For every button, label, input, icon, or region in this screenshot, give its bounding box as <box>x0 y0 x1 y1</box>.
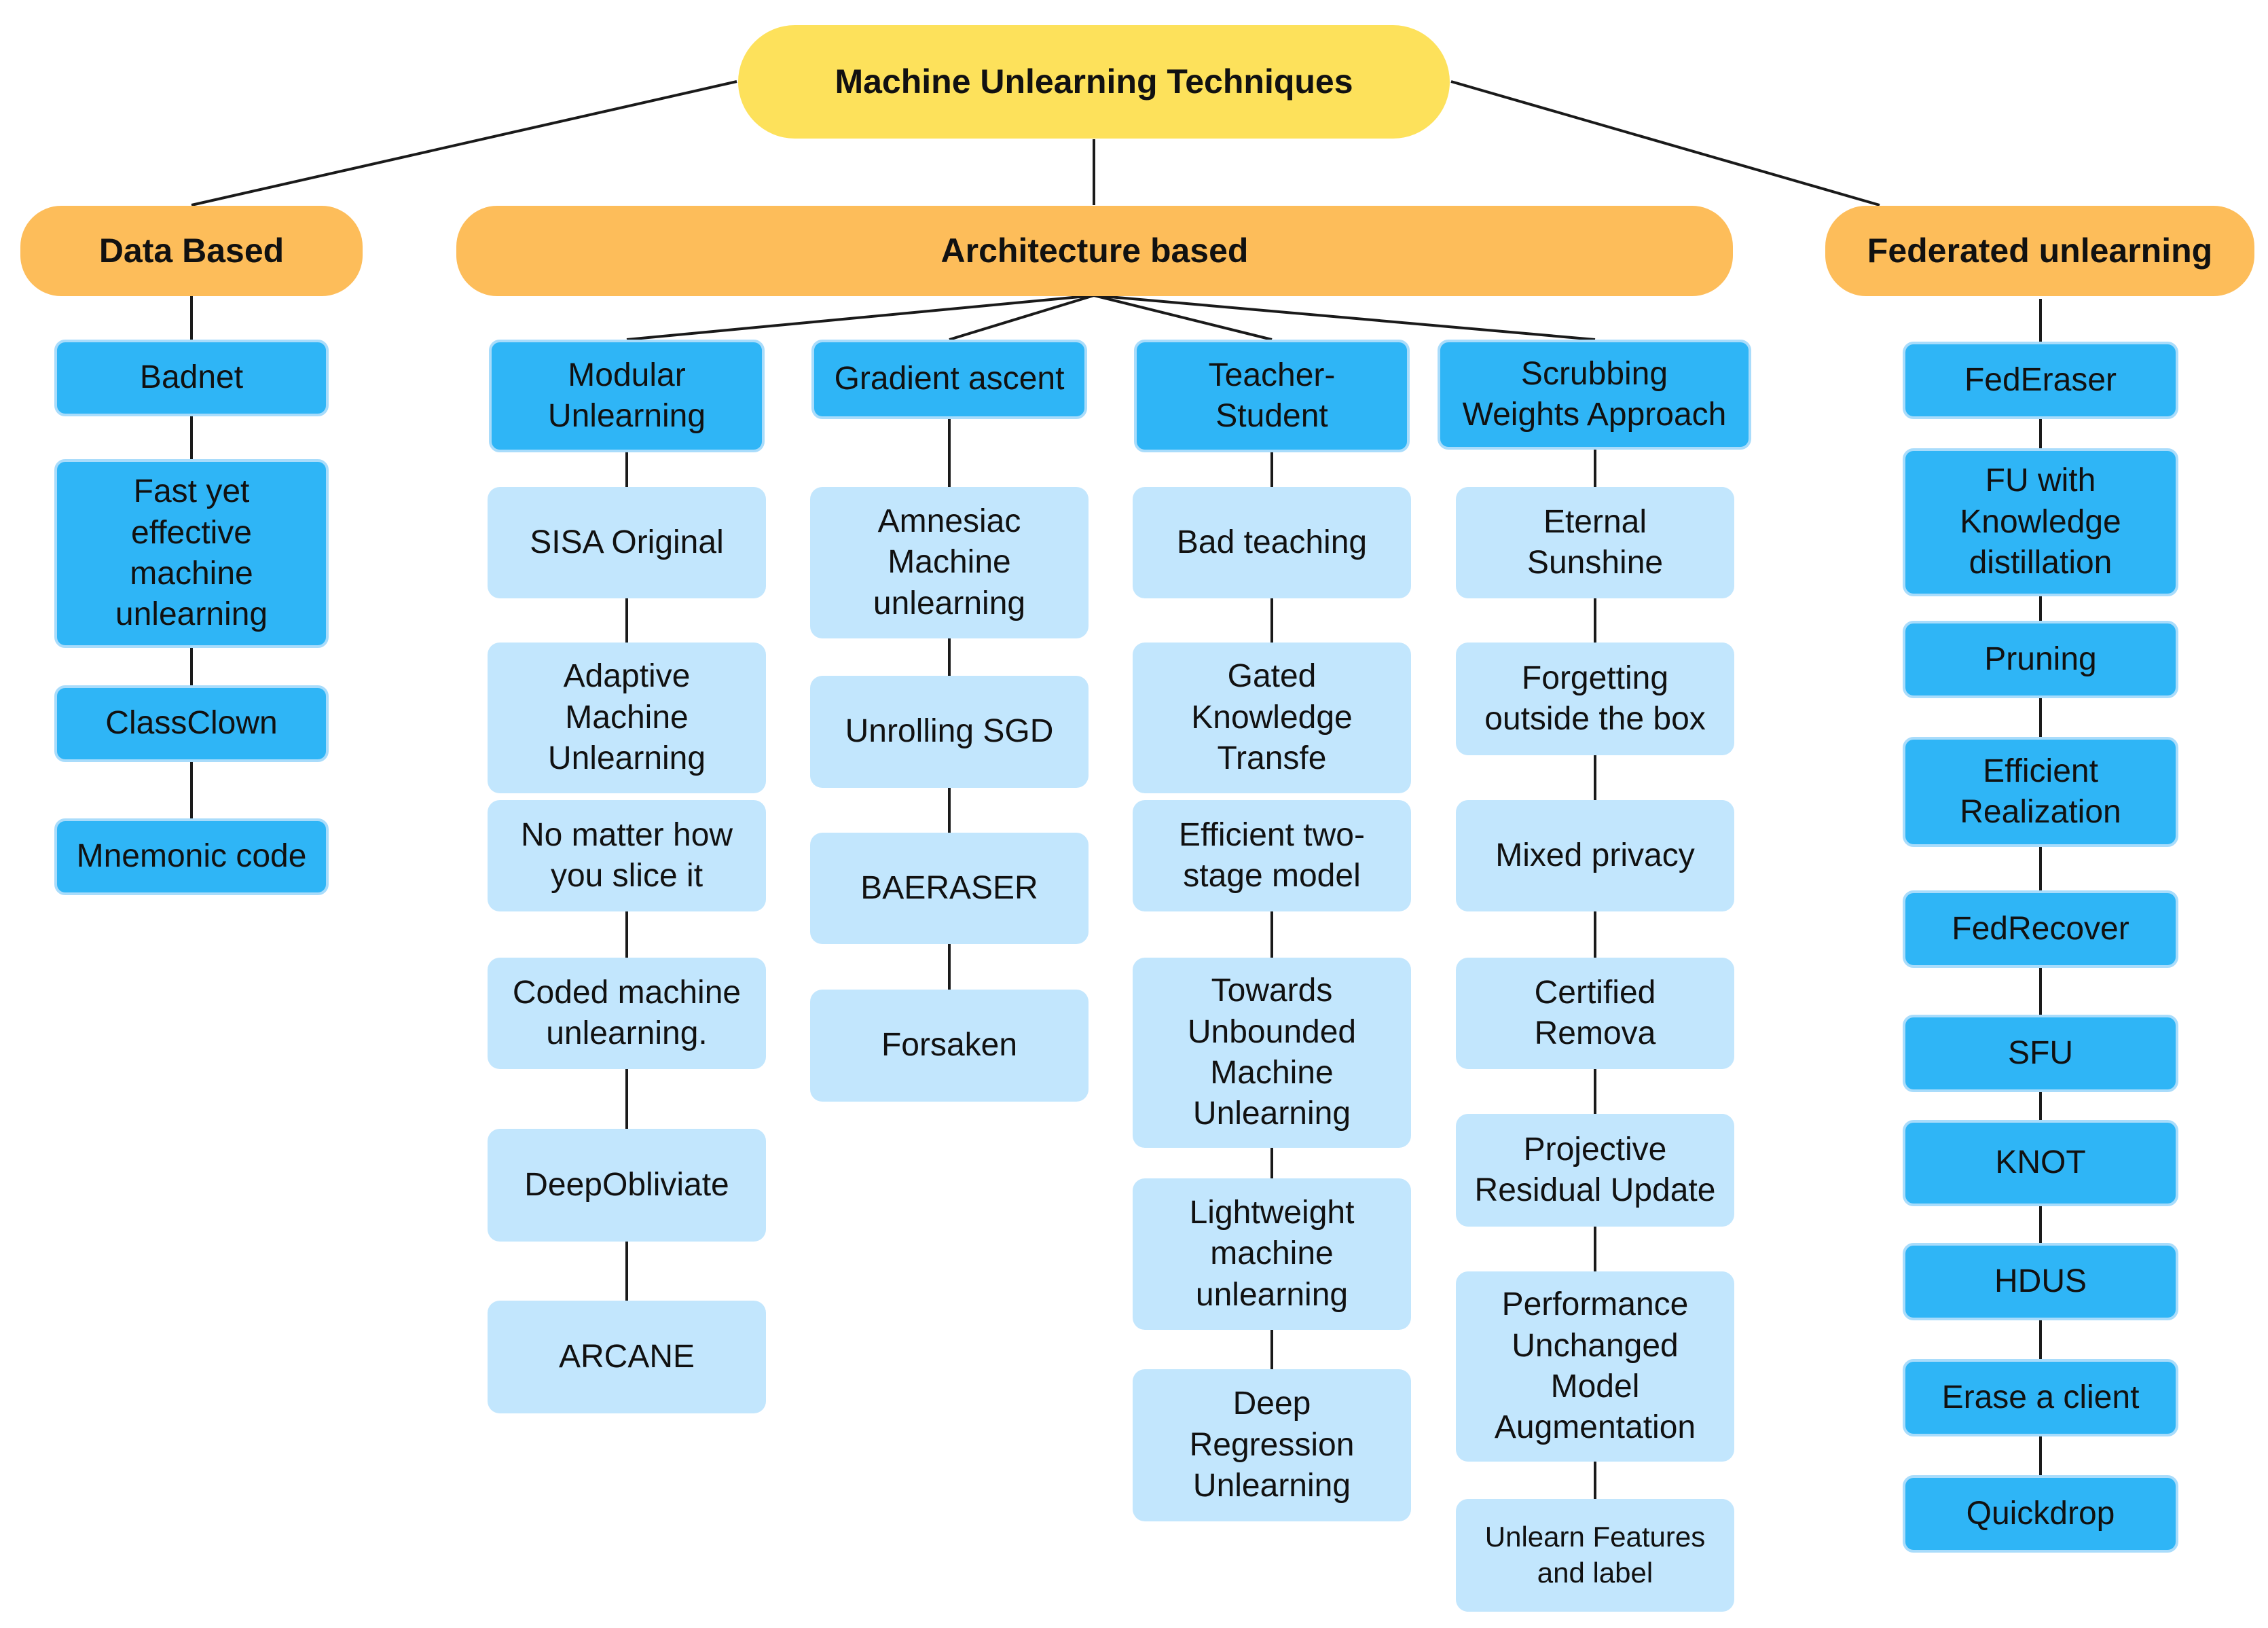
arch-head-teacher-student: Teacher- Student <box>1134 340 1410 452</box>
modular-item: Coded machine unlearning. <box>488 958 766 1069</box>
leaf-label: Towards Unbounded Machine Unlearning <box>1187 973 1357 1132</box>
data-item-mnemonic-code: Mnemonic code <box>54 818 329 895</box>
scrubbing-item: Projective Residual Update <box>1456 1114 1734 1227</box>
modular-item: DeepObliviate <box>488 1129 766 1242</box>
category-federated-unlearning: Federated unlearning <box>1825 206 2254 296</box>
fed-item-label: Pruning <box>1984 640 2097 677</box>
leaf-label: Bad teaching <box>1176 524 1368 560</box>
leaf-label: Projective Residual Update <box>1474 1131 1716 1208</box>
data-item-fast-yet-effective: Fast yet effective machine unlearning <box>54 459 329 648</box>
root-node: Machine Unlearning Techniques <box>738 25 1450 139</box>
teacher-item: Efficient two- stage model <box>1133 800 1411 911</box>
fed-item: Efficient Realization <box>1903 737 2178 847</box>
fed-item-label: FedRecover <box>1952 910 2129 947</box>
fed-item-label: FU with Knowledge distillation <box>1960 463 2121 581</box>
data-item-label: Mnemonic code <box>76 838 307 875</box>
scrubbing-item: Forgetting outside the box <box>1456 643 1734 755</box>
teacher-item: Deep Regression Unlearning <box>1133 1369 1411 1521</box>
modular-item: No matter how you slice it <box>488 800 766 911</box>
category-federated-label: Federated unlearning <box>1867 232 2213 270</box>
arch-head-label: Modular Unlearning <box>547 357 706 434</box>
data-item-classclown: ClassClown <box>54 685 329 762</box>
modular-item: SISA Original <box>488 487 766 598</box>
category-architecture-based-label: Architecture based <box>940 232 1249 270</box>
leaf-label: Efficient two- stage model <box>1179 816 1365 894</box>
root-title: Machine Unlearning Techniques <box>835 62 1353 101</box>
arch-head-label: Gradient ascent <box>834 361 1065 397</box>
fed-item: FU with Knowledge distillation <box>1903 448 2178 596</box>
leaf-label: Mixed privacy <box>1495 837 1695 873</box>
fed-item: HDUS <box>1903 1243 2178 1320</box>
fed-item: Pruning <box>1903 621 2178 698</box>
fed-item-label: Quickdrop <box>1966 1495 2115 1532</box>
scrubbing-item: Mixed privacy <box>1456 800 1734 911</box>
teacher-item: Gated Knowledge Transfe <box>1133 643 1411 793</box>
arch-head-label: Teacher- Student <box>1208 357 1336 434</box>
leaf-label: Performance Unchanged Model Augmentation <box>1494 1286 1696 1446</box>
fed-item-label: HDUS <box>1994 1263 2087 1299</box>
leaf-label: Unrolling SGD <box>845 713 1054 750</box>
scrubbing-item: Certified Remova <box>1456 958 1734 1069</box>
fed-item-label: SFU <box>2008 1034 2073 1071</box>
category-architecture-based: Architecture based <box>456 206 1733 296</box>
leaf-label: Amnesiac Machine unlearning <box>873 503 1026 621</box>
data-item-label: Badnet <box>139 359 244 396</box>
fed-item: Erase a client <box>1903 1359 2178 1436</box>
scrubbing-item: Eternal Sunshine <box>1456 487 1734 598</box>
fed-item-label: FedEraser <box>1964 361 2117 398</box>
data-item-badnet: Badnet <box>54 340 329 416</box>
leaf-label: Certified Remova <box>1534 974 1656 1051</box>
fed-item-label: Efficient Realization <box>1960 753 2121 830</box>
fed-item: KNOT <box>1903 1120 2178 1206</box>
gradient-item: Amnesiac Machine unlearning <box>810 487 1089 638</box>
scrubbing-item: Performance Unchanged Model Augmentation <box>1456 1271 1734 1462</box>
gradient-item: Forsaken <box>810 990 1089 1102</box>
teacher-item: Lightweight machine unlearning <box>1133 1178 1411 1330</box>
modular-item: ARCANE <box>488 1301 766 1413</box>
arch-head-gradient-ascent: Gradient ascent <box>811 340 1087 419</box>
leaf-label: Adaptive Machine Unlearning <box>547 658 706 777</box>
arch-head-modular-unlearning: Modular Unlearning <box>489 340 765 452</box>
category-data-based: Data Based <box>20 206 363 296</box>
leaf-label: ARCANE <box>558 1338 695 1375</box>
leaf-label: Forsaken <box>881 1027 1018 1064</box>
fed-item: Quickdrop <box>1903 1475 2178 1553</box>
leaf-label: Unlearn Features and label <box>1484 1521 1706 1589</box>
fed-item: FedEraser <box>1903 342 2178 419</box>
leaf-label: Gated Knowledge Transfe <box>1191 658 1353 777</box>
teacher-item: Towards Unbounded Machine Unlearning <box>1133 958 1411 1148</box>
gradient-item: BAERASER <box>810 833 1089 944</box>
leaf-label: BAERASER <box>860 869 1038 906</box>
data-item-label: ClassClown <box>105 705 278 742</box>
leaf-label: Lightweight machine unlearning <box>1189 1194 1355 1313</box>
leaf-label: DeepObliviate <box>524 1166 729 1203</box>
fed-item-label: Erase a client <box>1941 1379 2140 1415</box>
scrubbing-item: Unlearn Features and label <box>1456 1499 1734 1612</box>
leaf-label: Eternal Sunshine <box>1526 503 1664 581</box>
arch-head-scrubbing-weights: Scrubbing Weights Approach <box>1438 340 1751 450</box>
arch-head-label: Scrubbing Weights Approach <box>1462 355 1727 433</box>
category-data-based-label: Data Based <box>98 232 285 270</box>
modular-item: Adaptive Machine Unlearning <box>488 643 766 793</box>
leaf-label: Deep Regression Unlearning <box>1189 1386 1355 1504</box>
fed-item: FedRecover <box>1903 890 2178 968</box>
leaf-label: Coded machine unlearning. <box>512 974 742 1051</box>
data-item-label: Fast yet effective machine unlearning <box>115 473 268 633</box>
leaf-label: Forgetting outside the box <box>1484 659 1706 737</box>
gradient-item: Unrolling SGD <box>810 676 1089 788</box>
fed-item-label: KNOT <box>1995 1144 2086 1181</box>
teacher-item: Bad teaching <box>1133 487 1411 598</box>
fed-item: SFU <box>1903 1015 2178 1092</box>
leaf-label: No matter how you slice it <box>520 816 733 894</box>
leaf-label: SISA Original <box>530 524 724 560</box>
